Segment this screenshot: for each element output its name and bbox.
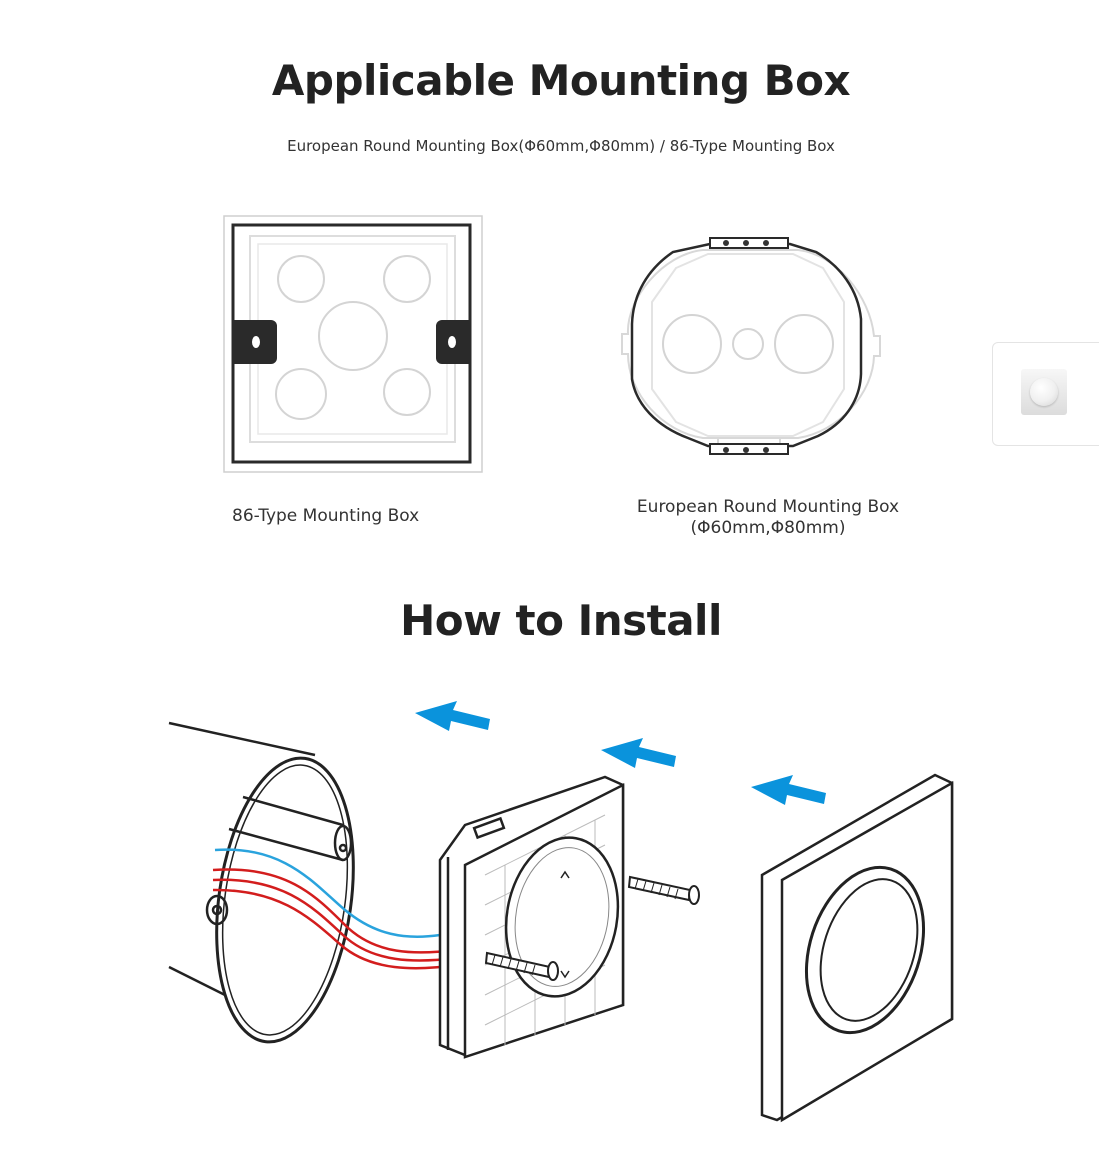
direction-arrow-icon bbox=[415, 701, 826, 805]
product-thumbnail[interactable] bbox=[992, 342, 1099, 446]
european-round-caption: European Round Mounting Box (Φ60mm,Φ80mm… bbox=[600, 497, 936, 539]
86-type-caption: 86-Type Mounting Box bbox=[232, 506, 420, 526]
dimmer-knob-icon bbox=[1030, 378, 1058, 406]
european-round-mounting-box-image bbox=[621, 237, 881, 455]
install-section-title: How to Install bbox=[400, 596, 722, 645]
mounting-box-subtitle: European Round Mounting Box(Φ60mm,Φ80mm)… bbox=[287, 137, 835, 155]
86-type-mounting-box-image bbox=[223, 215, 483, 473]
european-round-caption-line1: European Round Mounting Box bbox=[636, 497, 900, 517]
dimmer-switch-thumbnail-icon bbox=[1021, 369, 1067, 415]
page-title: Applicable Mounting Box bbox=[271, 56, 851, 105]
installation-diagram-image bbox=[168, 701, 954, 1123]
european-round-caption-line2: (Φ60mm,Φ80mm) bbox=[690, 518, 846, 538]
